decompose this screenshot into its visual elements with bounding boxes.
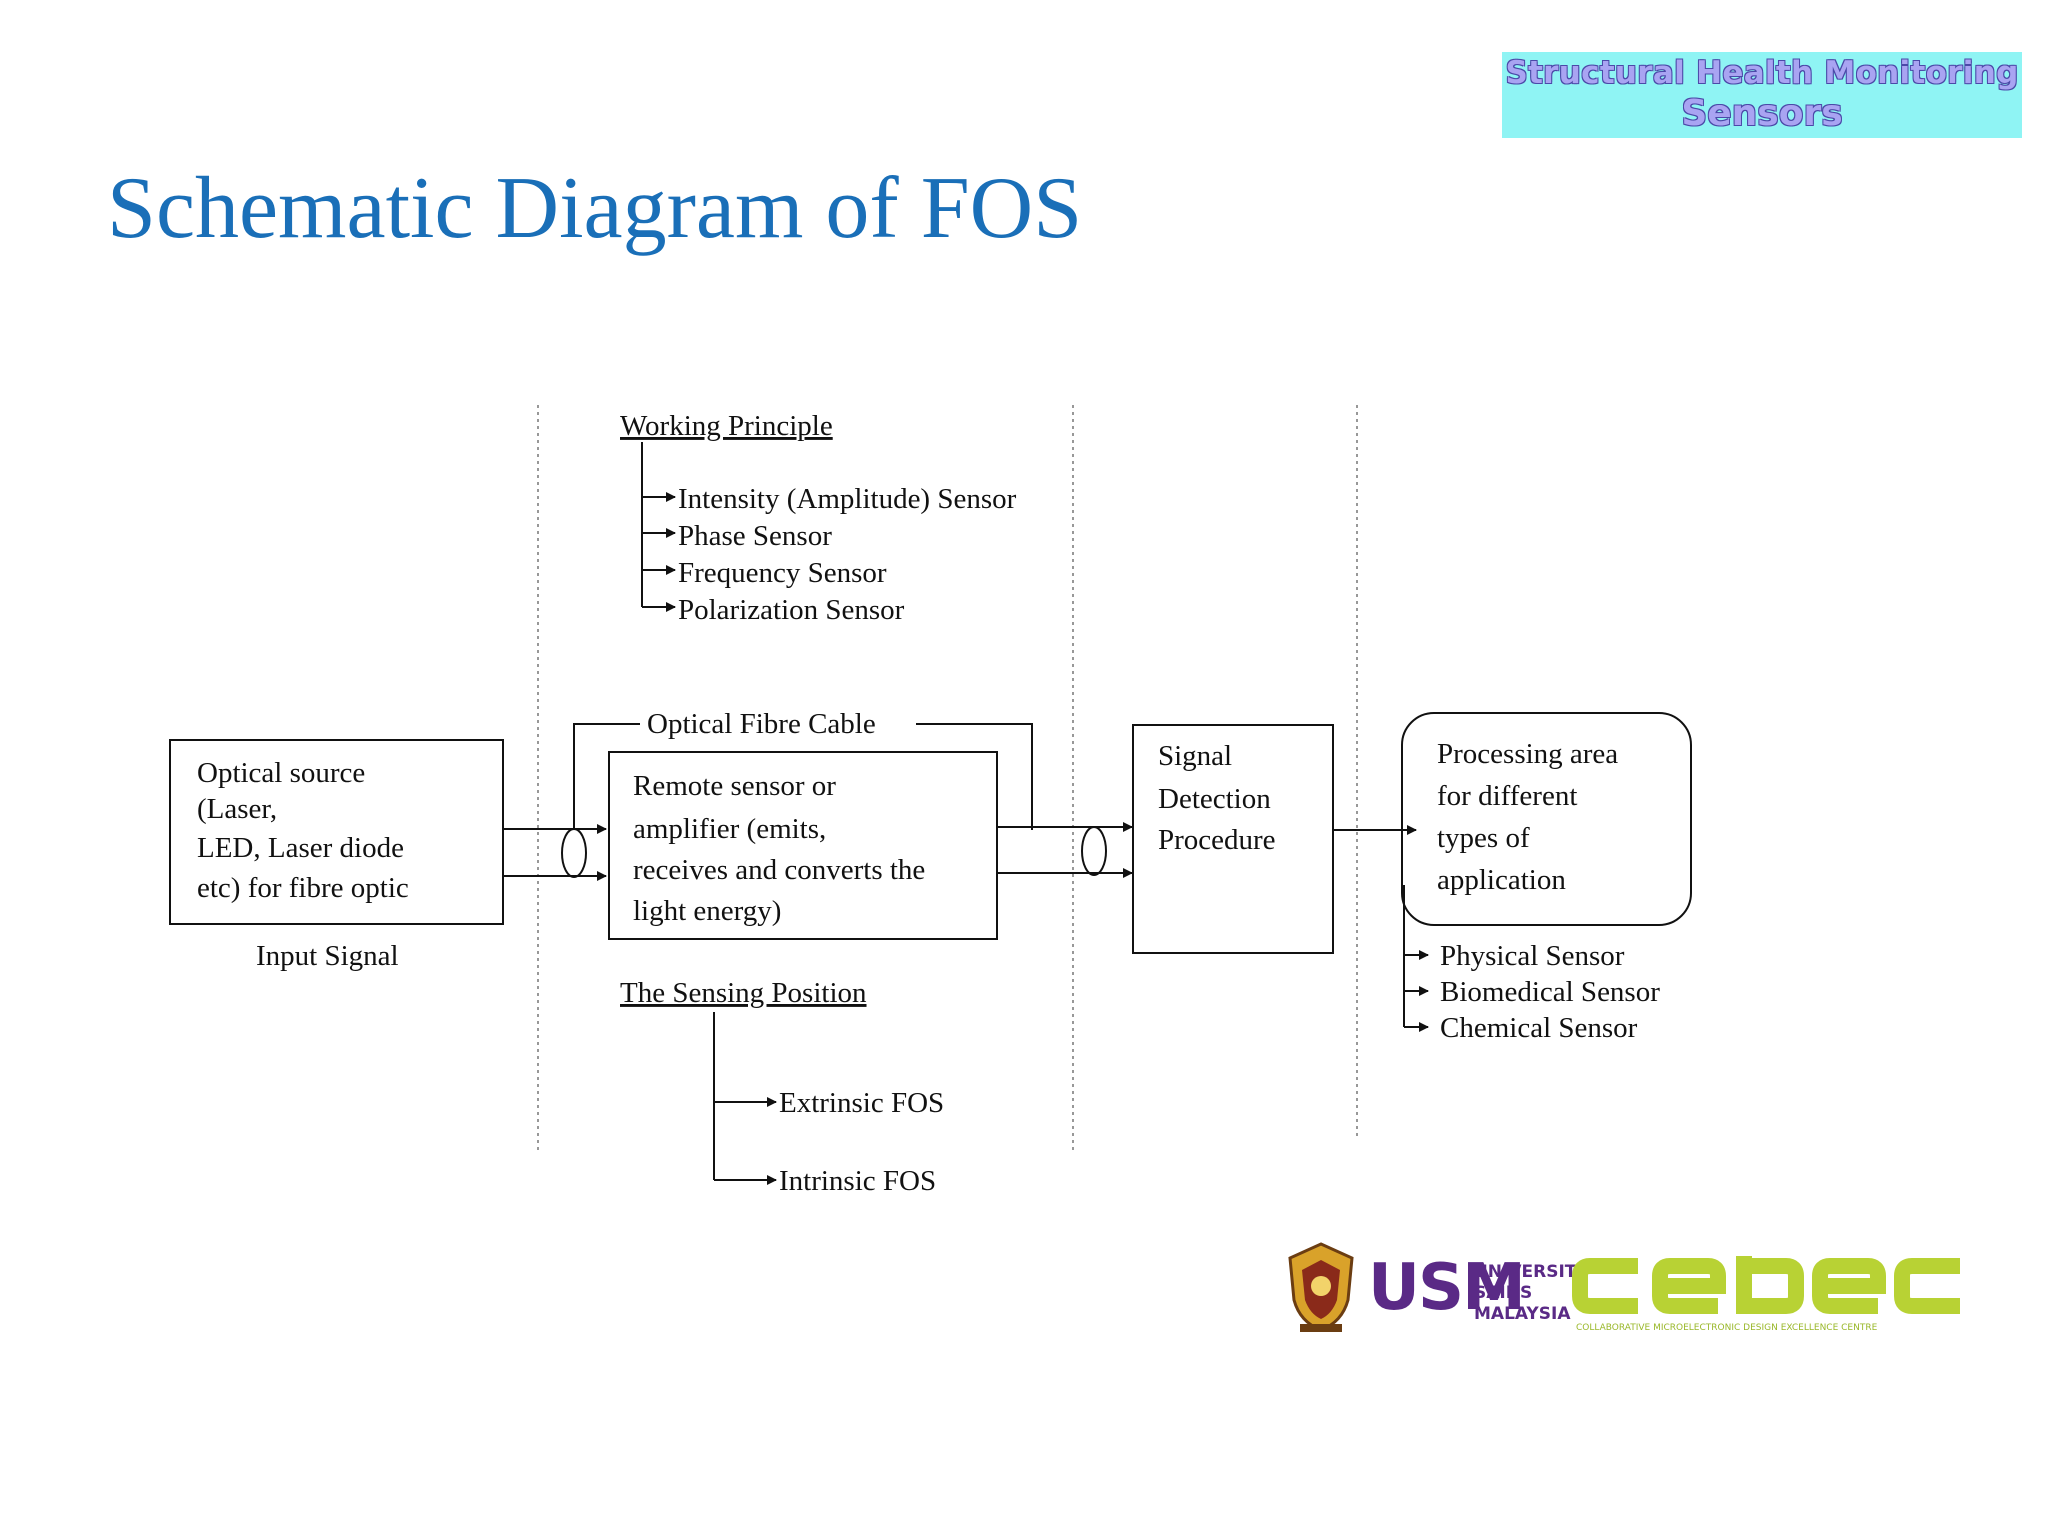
signal-detection-box: Signal Detection Procedure	[1132, 724, 1334, 954]
remote-line-1: Remote sensor or	[633, 770, 836, 802]
application-biomedical: Biomedical Sensor	[1440, 976, 1660, 1008]
sensing-item-extrinsic: Extrinsic FOS	[779, 1087, 944, 1119]
working-principle-heading: Working Principle	[620, 410, 833, 442]
processing-line-4: application	[1437, 864, 1566, 896]
sensing-item-intrinsic: Intrinsic FOS	[779, 1165, 936, 1197]
processing-line-3: types of	[1437, 822, 1530, 854]
usm-text-line-1: UNIVERSITI	[1474, 1262, 1583, 1282]
processing-line-1: Processing area	[1437, 738, 1618, 770]
application-chemical: Chemical Sensor	[1440, 1012, 1638, 1044]
principle-item-intensity: Intensity (Amplitude) Sensor	[678, 483, 1017, 515]
optical-fibre-cable: Optical Fibre Cable	[573, 708, 1033, 830]
detection-line-2: Detection	[1158, 783, 1271, 815]
detection-line-3: Procedure	[1158, 824, 1276, 856]
cable-label: Optical Fibre Cable	[647, 708, 876, 740]
input-signal-label: Input Signal	[256, 940, 399, 972]
usm-text-block: UNIVERSITI SAINS MALAYSIA	[1474, 1262, 1583, 1325]
processing-line-2: for different	[1437, 780, 1577, 812]
usm-text-line-2: SAINS	[1474, 1283, 1533, 1303]
usm-crest-logo	[1288, 1242, 1354, 1332]
remote-line-4: light energy)	[633, 895, 781, 927]
detection-line-1: Signal	[1158, 740, 1232, 772]
column-dividers	[537, 405, 1358, 1150]
course-badge: Structural Health Monitoring Sensors	[1502, 52, 2022, 138]
remote-line-3: receives and converts the	[633, 854, 925, 886]
cedec-tagline: COLLABORATIVE MICROELECTRONIC DESIGN EXC…	[1576, 1323, 1878, 1333]
source-line-3: LED, Laser diode	[197, 832, 404, 864]
sensing-position-heading: The Sensing Position	[620, 977, 867, 1009]
application-types: Physical Sensor Biomedical Sensor Chemic…	[1403, 885, 1660, 1044]
source-line-4: etc) for fibre optic	[197, 872, 409, 904]
source-line-1: Optical source	[197, 757, 365, 789]
badge-subtitle: Sensors	[1681, 93, 1843, 134]
fibre-link-2	[997, 822, 1133, 878]
remote-line-2: amplifier (emits,	[633, 813, 826, 845]
slide-title: Schematic Diagram of FOS	[107, 160, 1083, 257]
processing-area-box: Processing area for different types of a…	[1401, 712, 1692, 926]
source-line-2: (Laser,	[197, 793, 277, 825]
principle-item-phase: Phase Sensor	[678, 520, 832, 552]
remote-sensor-box: Remote sensor or amplifier (emits, recei…	[608, 751, 998, 940]
working-principle-group: Working Principle Intensity (Amplitude) …	[620, 410, 1017, 626]
principle-item-polarization: Polarization Sensor	[678, 594, 905, 626]
cedec-logo: COLLABORATIVE MICROELECTRONIC DESIGN EXC…	[1572, 1256, 1960, 1333]
application-physical: Physical Sensor	[1440, 940, 1625, 972]
sensing-position-group: The Sensing Position Extrinsic FOS Intri…	[620, 977, 944, 1197]
principle-item-frequency: Frequency Sensor	[678, 557, 887, 589]
fibre-link-1	[503, 824, 607, 881]
optical-source-box: Optical source (Laser, LED, Laser diode …	[169, 739, 504, 925]
badge-title: Structural Health Monitoring	[1505, 55, 2019, 91]
usm-logo: USM	[1368, 1251, 1526, 1325]
usm-text-line-3: MALAYSIA	[1474, 1304, 1571, 1324]
